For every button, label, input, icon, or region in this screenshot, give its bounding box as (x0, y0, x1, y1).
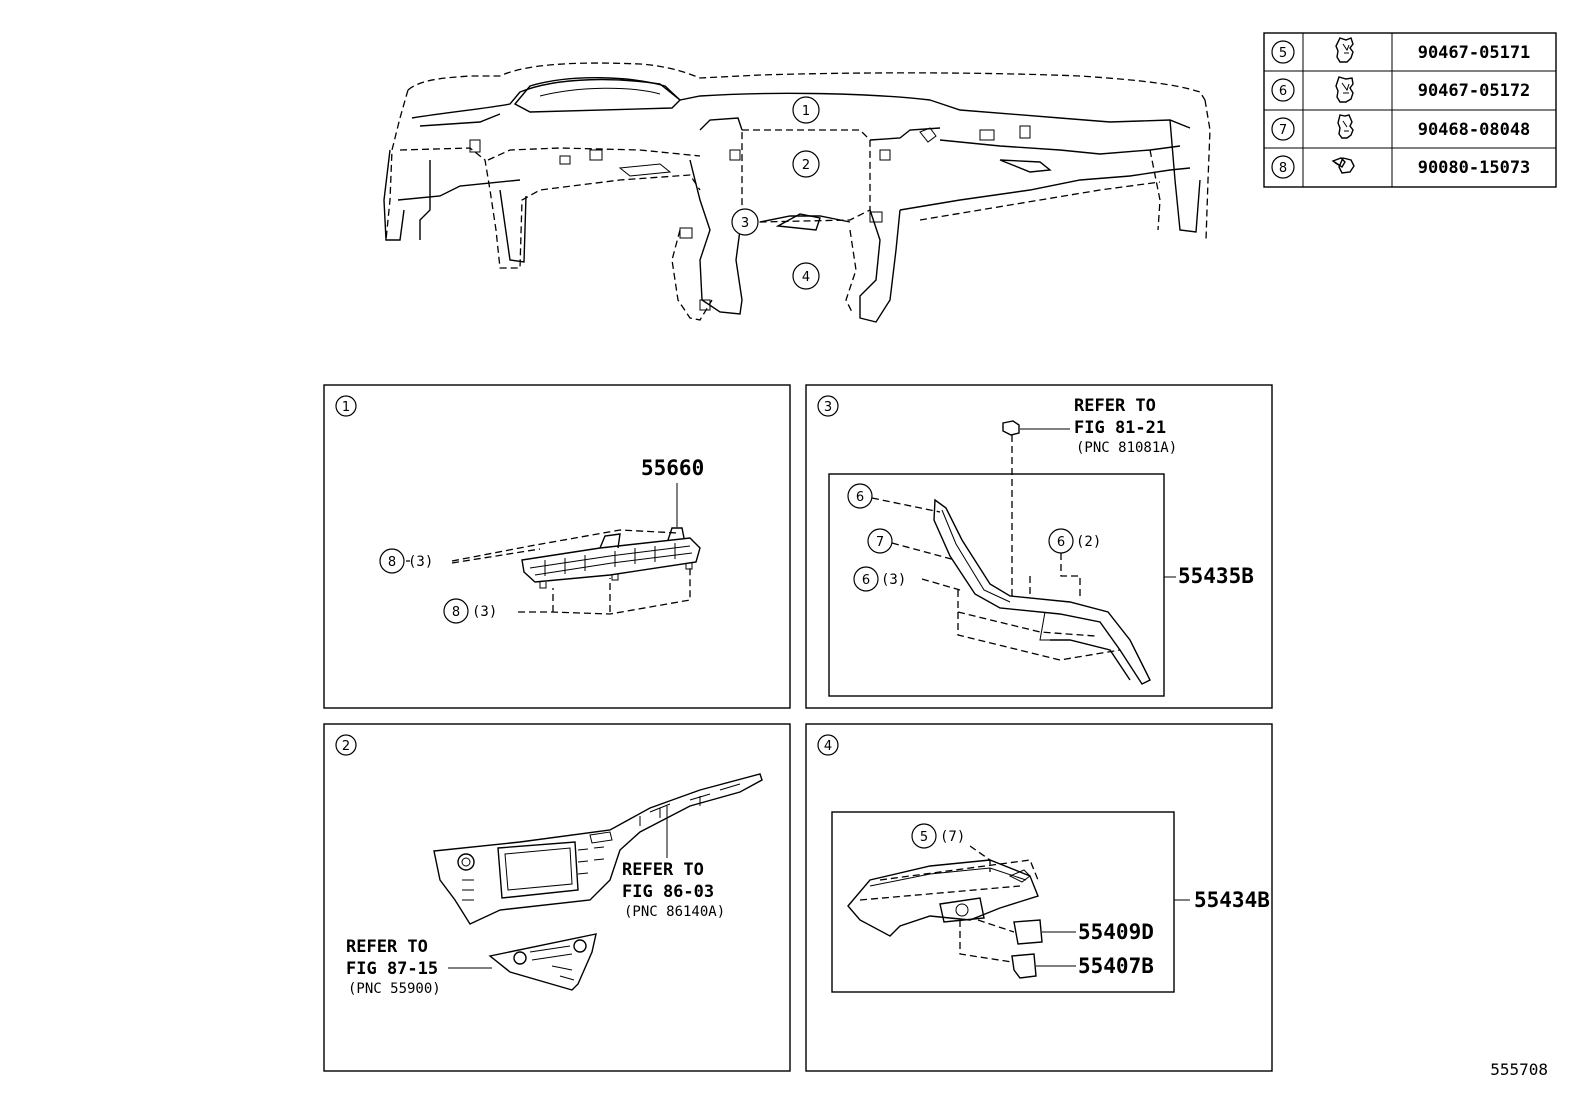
clip-ref: 6 (856, 490, 864, 505)
clip-qty: (3) (881, 572, 906, 588)
table-row: 5 90467-05171 (1271, 37, 1531, 64)
lower-panel-part (847, 859, 1039, 937)
part-label: 55434B (1194, 888, 1270, 912)
clip-qty: (2) (1076, 534, 1101, 550)
clip-ref: 7 (876, 535, 884, 550)
refer-to-label: REFER TO (346, 937, 428, 957)
table-row: 7 90468-08048 (1271, 114, 1531, 141)
svg-text:2: 2 (802, 158, 810, 173)
clip-icon (1335, 37, 1354, 63)
fastener-qty: (3) (472, 604, 497, 620)
air-vent-part (521, 527, 701, 589)
ref-number: 6 (1279, 84, 1287, 99)
panel-number: 4 (824, 739, 832, 754)
fastener-ref: 8 (388, 555, 396, 570)
clip-qty: (7) (940, 829, 965, 845)
table-row: 8 90080-15073 (1271, 155, 1531, 179)
refer-fig-label: FIG 87-15 (346, 959, 438, 979)
fastener-ref: 8 (452, 605, 460, 620)
ref-circle (1271, 78, 1295, 102)
clip-ref: 6 (1057, 535, 1065, 550)
table-row: 6 90467-05172 (1271, 76, 1531, 103)
part-number: 90080-15073 (1418, 158, 1531, 178)
part-label: 55435B (1178, 564, 1254, 588)
trim-panel-part (933, 498, 1151, 685)
overview-callout: 3 (731, 208, 759, 236)
fastener-qty: (3) (408, 554, 433, 570)
ref-circle (1271, 117, 1295, 141)
panel-4: 4 55434B 5 (7) 55409D 55407B (805, 723, 1273, 1072)
panel-1: 1 55660 8 (3) 8 (3) (323, 384, 791, 709)
ref-circle (1271, 155, 1295, 179)
clip-ref: 6 (862, 573, 870, 588)
screw-icon (1331, 157, 1355, 174)
pnc-label: (PNC 81081A) (1076, 440, 1177, 456)
part-label: 55660 (641, 456, 704, 480)
overview-callout: 1 (792, 96, 820, 124)
center-stack-panel-part (433, 773, 763, 925)
overview-callout: 4 (792, 262, 820, 290)
clip-icon (1337, 114, 1354, 139)
clip-icon (1335, 76, 1354, 103)
dashboard-overview: 1 2 3 4 (383, 62, 1211, 323)
refer-to-label: REFER TO (1074, 396, 1156, 416)
svg-text:4: 4 (802, 270, 810, 285)
panel-number: 3 (824, 400, 832, 415)
refer-fig-label: FIG 86-03 (622, 882, 714, 902)
panel-number: 2 (342, 739, 350, 754)
ref-number: 8 (1279, 161, 1287, 176)
part-label: 55407B (1078, 954, 1154, 978)
svg-text:3: 3 (741, 216, 749, 231)
ref-number: 7 (1279, 123, 1287, 138)
pnc-label: (PNC 86140A) (624, 904, 725, 920)
refer-fig-label: FIG 81-21 (1074, 418, 1166, 438)
svg-text:1: 1 (802, 104, 810, 119)
parts-table: 5 90467-05171 6 90467-05172 7 (1263, 32, 1557, 188)
part-number: 90467-05172 (1418, 81, 1531, 101)
ref-circle (1271, 40, 1295, 64)
overview-callout: 2 (792, 150, 820, 178)
panel-2: 2 REFER TO FIG 86-03 (PNC 86140A) REFER … (323, 723, 791, 1072)
pnc-label: (PNC 55900) (348, 981, 441, 997)
part-number: 90467-05171 (1418, 43, 1531, 63)
panel-3: 3 REFER TO FIG 81-21 (PNC 81081A) 55435B… (805, 384, 1273, 709)
diagram-id: 555708 (1490, 1060, 1548, 1079)
refer-to-label: REFER TO (622, 860, 704, 880)
part-number: 90468-08048 (1418, 120, 1531, 140)
clip-ref: 5 (920, 830, 928, 845)
panel-number: 1 (342, 400, 350, 415)
part-label: 55409D (1078, 920, 1154, 944)
climate-control-part (488, 933, 597, 991)
ref-number: 5 (1279, 46, 1287, 61)
